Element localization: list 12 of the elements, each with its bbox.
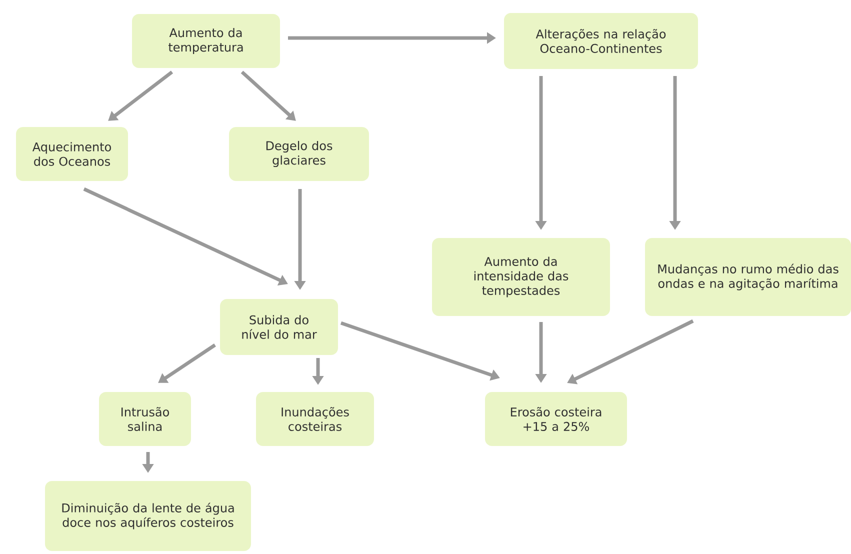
process-box: Subida do nível do mar <box>220 299 338 355</box>
process-box: Aquecimento dos Oceanos <box>16 127 128 181</box>
process-box: Intrusão salina <box>99 392 191 446</box>
process-box: Aumento da intensidade das tempestades <box>432 238 610 316</box>
process-box: Mudanças no rumo médio das ondas e na agitação marítima <box>645 238 851 316</box>
process-box: Diminuição da lente de água doce nos aquíferos costeiros <box>45 481 251 551</box>
process-box: Alterações na relação Oceano-Continentes <box>504 13 698 69</box>
process-box: Erosão costeira +15 a 25% <box>485 392 627 446</box>
arrow <box>240 70 296 121</box>
process-box: Inundações costeiras <box>256 392 374 446</box>
process-box: Degelo dos glaciares <box>229 127 369 181</box>
process-box: Aumento da temperatura <box>132 14 280 68</box>
